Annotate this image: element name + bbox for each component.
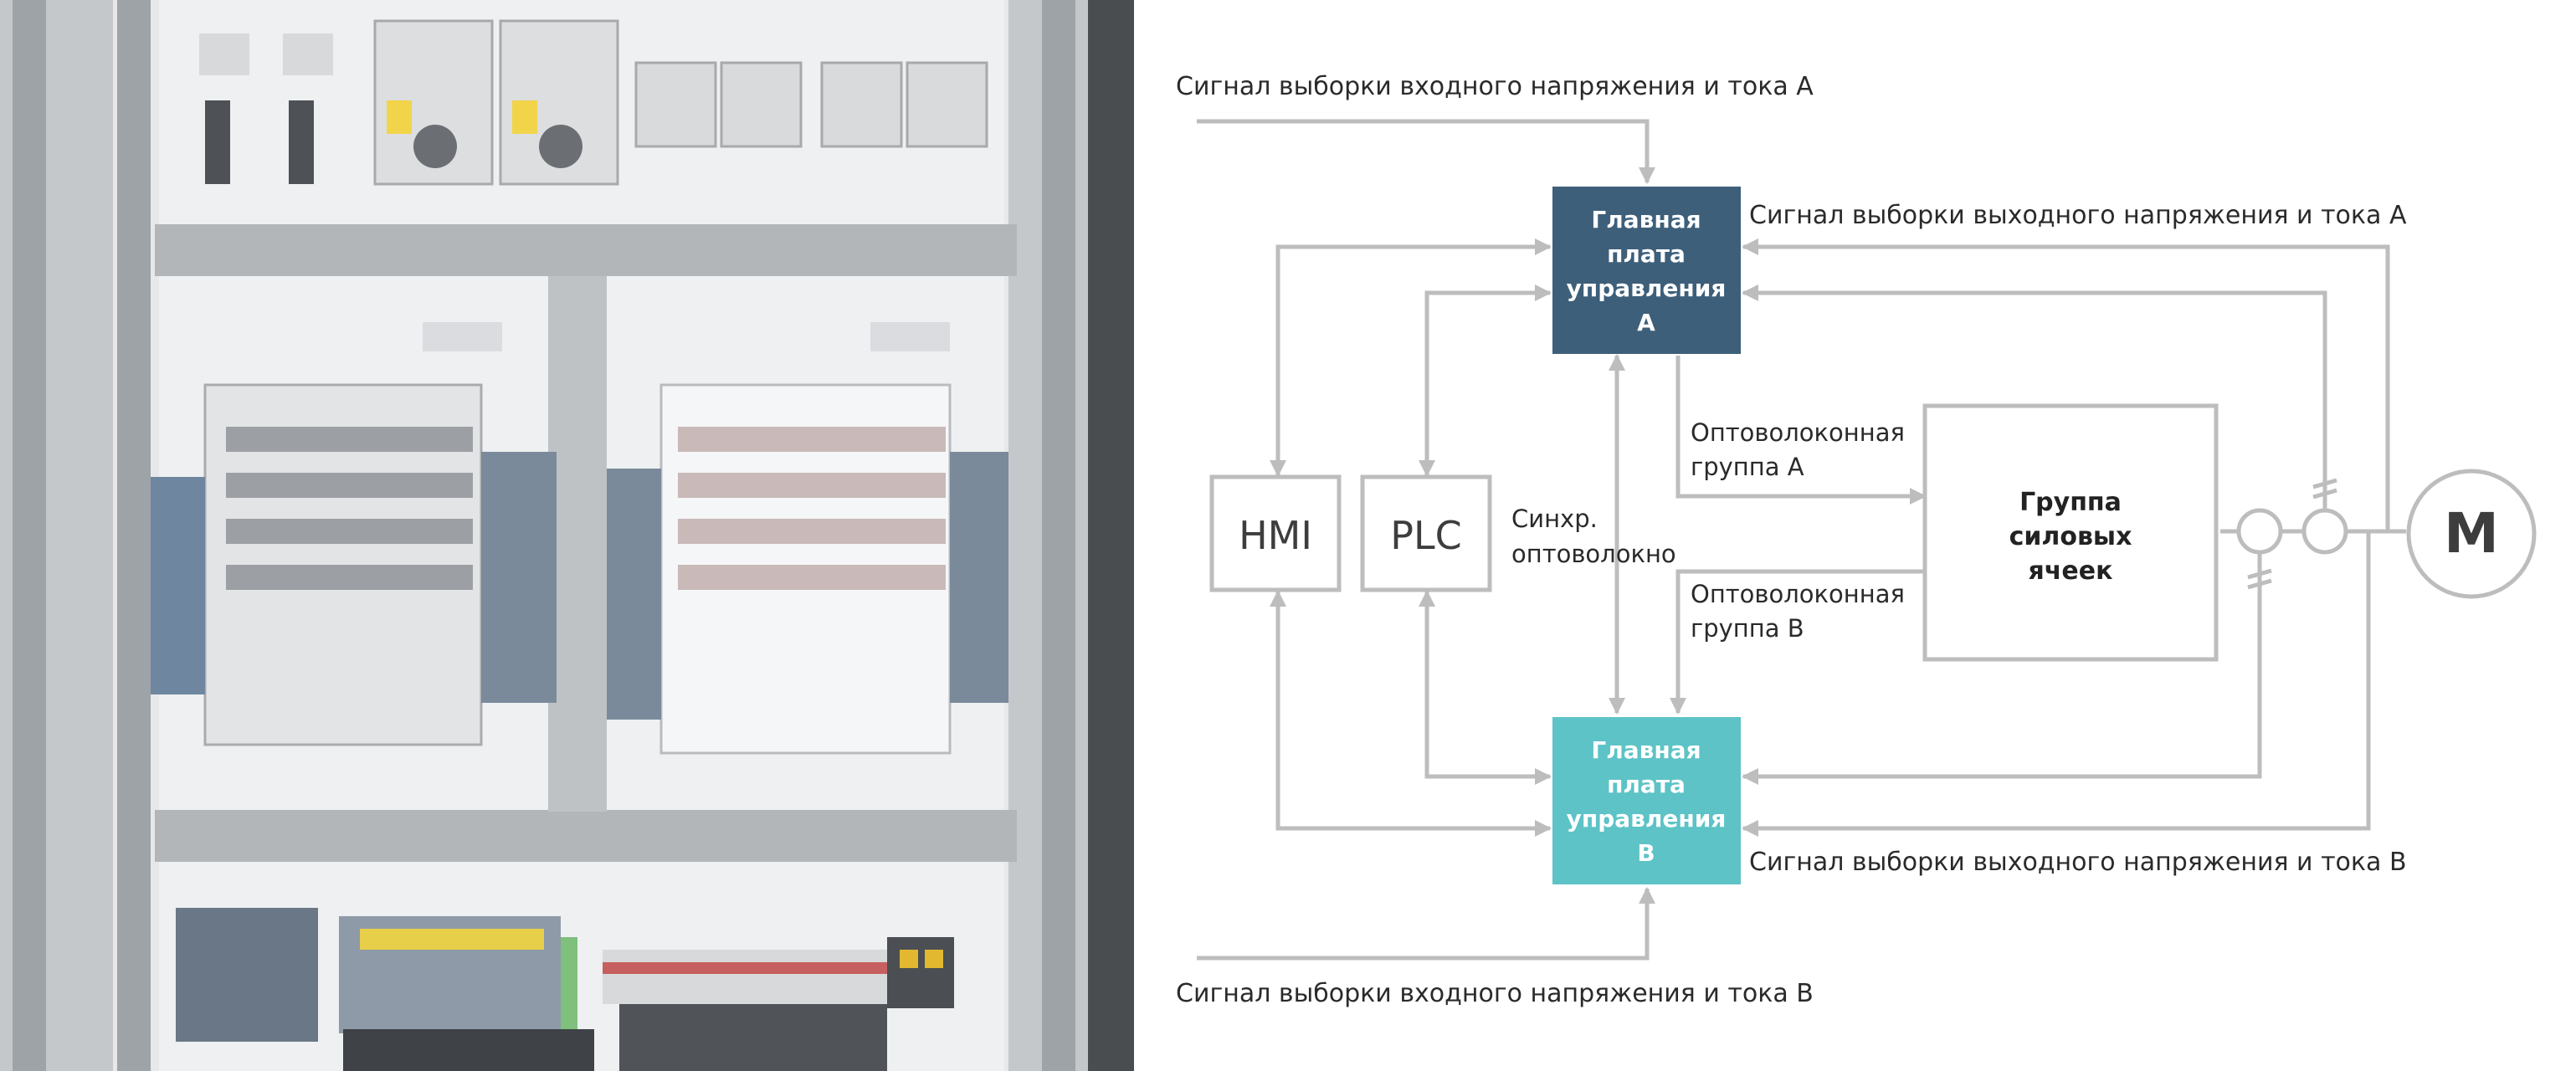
- power-cells-line3: ячеек: [2029, 556, 2113, 586]
- power-cells-line2: силовых: [2009, 522, 2132, 551]
- board-a-line4: A: [1637, 309, 1655, 336]
- power-cells-line1: Группа: [2019, 488, 2122, 517]
- plc-box: [1360, 474, 1492, 592]
- output-b-feedback-2: [1742, 552, 2262, 785]
- fiber-group-a-line: [1675, 356, 1927, 505]
- control-block-diagram: HMI PLC Группа силовых ячеек M Главная п…: [1176, 72, 2537, 1008]
- input-b-label: Сигнал выборки входного напряжения и ток…: [1176, 979, 1814, 1008]
- left-duct-slots: [13, 0, 151, 1071]
- current-sensor-b: [2236, 508, 2283, 555]
- hmi-box: [1209, 474, 1342, 592]
- board-b-line3: управления: [1567, 805, 1727, 833]
- hmi-label: HMI: [1239, 513, 1312, 558]
- plc-to-board-a: [1419, 284, 1552, 477]
- motor-label: M: [2444, 501, 2499, 566]
- board-a-line2: плата: [1607, 240, 1686, 268]
- control-cabinet-photo: [0, 0, 1134, 1071]
- sync-fiber-label-2: оптоволокно: [1511, 540, 1676, 568]
- fiber-group-a-label-1: Оптоволоконная: [1691, 418, 1905, 447]
- main-board-a: [1552, 187, 1741, 354]
- hmi-to-board-b: [1270, 590, 1552, 837]
- plc-to-board-b: [1419, 590, 1552, 785]
- output-a-label: Сигнал выборки выходного напряжения и то…: [1749, 201, 2407, 230]
- din-rail-components: [176, 908, 954, 1071]
- board-b-line1: Главная: [1591, 736, 1701, 764]
- controller-enclosures: [151, 322, 1008, 755]
- output-b-label: Сигнал выборки выходного напряжения и то…: [1749, 848, 2407, 877]
- output-a-feedback-2: [1742, 284, 2327, 510]
- current-sensor-a: [2301, 508, 2348, 555]
- input-a-line: [1197, 119, 1655, 184]
- power-cells-box: [1922, 403, 2219, 662]
- input-b-line: [1197, 887, 1655, 961]
- board-a-line1: Главная: [1591, 206, 1701, 233]
- top-power-supplies: [199, 19, 988, 186]
- board-b-line4: B: [1637, 839, 1655, 867]
- board-a-line3: управления: [1567, 274, 1727, 302]
- fiber-group-b-label-1: Оптоволоконная: [1691, 580, 1905, 608]
- board-b-line2: плата: [1607, 771, 1686, 798]
- input-a-label: Сигнал выборки входного напряжения и ток…: [1176, 72, 1814, 101]
- tick-mark-a: [2312, 478, 2337, 500]
- sync-fiber-label-1: Синхр.: [1511, 505, 1598, 533]
- output-a-feedback-1: [1742, 238, 2390, 531]
- main-board-b: [1552, 717, 1741, 884]
- fiber-group-a-label-2: группа A: [1691, 453, 1804, 481]
- plc-label: PLC: [1390, 513, 1462, 558]
- fiber-group-b-label-2: группа B: [1691, 614, 1804, 643]
- output-b-feedback-1: [1742, 531, 2371, 837]
- motor-circle: [2406, 469, 2537, 599]
- tick-mark-b: [2247, 568, 2272, 590]
- hmi-to-board-a: [1270, 238, 1552, 477]
- fiber-group-b-line: [1670, 569, 1925, 715]
